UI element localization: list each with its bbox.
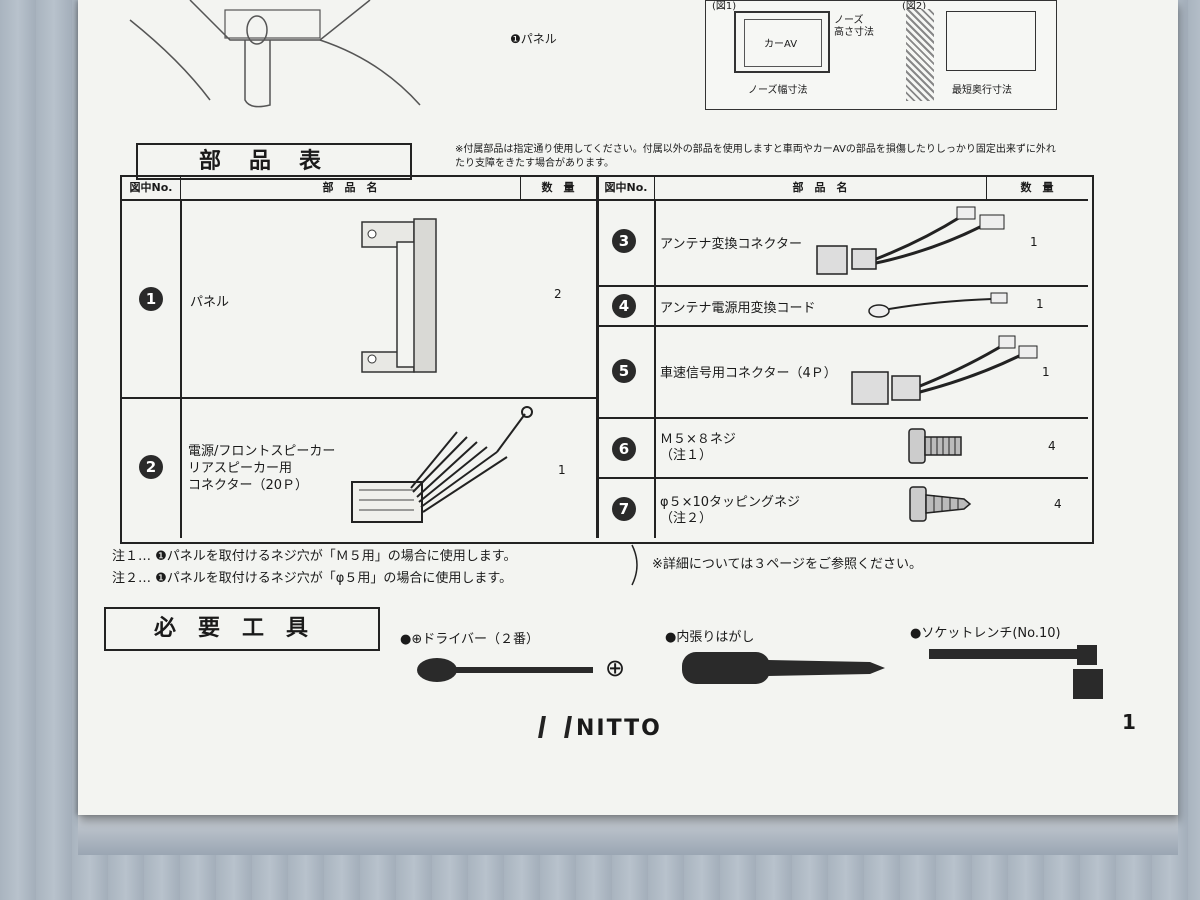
panel-caption: ❶パネル	[510, 32, 557, 46]
tool-label-screwdriver: ●⊕ドライバー（２番）	[400, 632, 539, 647]
item-qty: 1	[1030, 235, 1038, 249]
antenna-connector-illustration	[816, 206, 1005, 275]
header-fig-no-right: 図中No.	[598, 177, 655, 199]
item-name: アンテナ変換コネクター	[660, 237, 802, 252]
header-fig-no-left: 図中No.	[122, 177, 181, 199]
tool-label-socket-wrench: ●ソケットレンチ(No.10)	[910, 626, 1061, 641]
footnote-1: 注１… ❶パネルを取付けるネジ穴が「Ｍ５用」の場合に使用します。	[112, 549, 517, 564]
item-number-badge: 1	[139, 287, 163, 311]
item-name: Ｍ５×８ネジ （注１）	[660, 432, 736, 463]
nose-height-label: ノーズ 高さ寸法	[834, 15, 874, 38]
paper-shadow	[78, 815, 1178, 855]
instruction-sheet	[78, 0, 1178, 815]
panel-bracket-illustration	[361, 218, 437, 373]
unit-outline	[946, 11, 1036, 71]
trim-remover-icon	[682, 652, 885, 684]
tool-label-trim-remover: ●内張りはがし	[665, 630, 755, 645]
item-name: パネル	[190, 295, 230, 310]
item-qty: 1	[1036, 297, 1044, 311]
parts-table: 図中No. 部 品 名 数 量 図中No. 部 品 名 数 量 1 パネル 2 …	[120, 175, 1094, 544]
item-qty: 4	[1048, 439, 1056, 453]
item-name: φ５×10タッピングネジ （注２）	[660, 495, 801, 526]
footnote-2: 注２… ❶パネルを取付けるネジ穴が「φ５用」の場合に使用します。	[112, 571, 513, 586]
car-av-label: カーAV	[764, 39, 798, 50]
nitto-logo: NITTO	[538, 716, 662, 741]
parts-usage-note: ※付属部品は指定通り使用してください。付属以外の部品を使用しますと車両やカーAV…	[455, 144, 1056, 169]
vehicle-speed-connector-illustration	[851, 335, 1038, 405]
logo-text: NITTO	[576, 716, 662, 741]
m5-screw-illustration	[908, 428, 962, 464]
item-number-badge: 2	[139, 455, 163, 479]
wire-harness-connector-illustration	[351, 406, 533, 523]
car-av-outline: カーAV	[734, 11, 830, 73]
page-number: 1	[1122, 710, 1136, 734]
header-name-right: 部 品 名	[654, 177, 987, 199]
screwdriver-icon	[417, 658, 593, 682]
antenna-power-cord-illustration	[868, 292, 1008, 318]
parts-table-title: 部品表	[136, 143, 412, 180]
fig2-label: (図2)	[902, 1, 927, 12]
item-number-badge: 3	[612, 229, 636, 253]
car-dashboard-illustration	[129, 0, 421, 108]
item-name: 車速信号用コネクター（4Ｐ）	[660, 366, 837, 381]
dash-hatch	[906, 9, 934, 101]
item-qty: 2	[554, 287, 562, 301]
bracket-glyph	[631, 544, 638, 586]
header-qty-right: 数 量	[1020, 181, 1054, 194]
item-number-badge: 5	[612, 359, 636, 383]
phillips-plus-symbol: ⊕	[605, 654, 626, 682]
item-number-badge: 6	[612, 437, 636, 461]
item-qty: 4	[1054, 497, 1062, 511]
tapping-screw-illustration	[909, 486, 972, 522]
item-qty: 1	[558, 463, 566, 477]
item-qty: 1	[1042, 365, 1050, 379]
nose-width-label: ノーズ幅寸法	[748, 85, 808, 96]
item-name: アンテナ電源用変換コード	[660, 301, 816, 316]
socket-wrench-icon	[929, 645, 1103, 699]
header-name-left: 部 品 名	[180, 177, 521, 199]
dimension-figure-box: (図1) カーAV ノーズ 高さ寸法 ノーズ幅寸法 (図2) 最短奥行寸法	[705, 0, 1057, 110]
item-name: 電源/フロントスピーカー リアスピーカー用 コネクター（20Ｐ）	[188, 444, 336, 493]
required-tools-title: 必要工具	[104, 607, 380, 651]
item-number-badge: 7	[612, 497, 636, 521]
depth-label: 最短奥行寸法	[952, 85, 1012, 96]
item-number-badge: 4	[612, 294, 636, 318]
fig1-label: (図1)	[712, 1, 737, 12]
header-qty-left: 数 量	[520, 177, 597, 199]
detail-reference-note: ※詳細については３ページをご参照ください。	[652, 557, 922, 572]
